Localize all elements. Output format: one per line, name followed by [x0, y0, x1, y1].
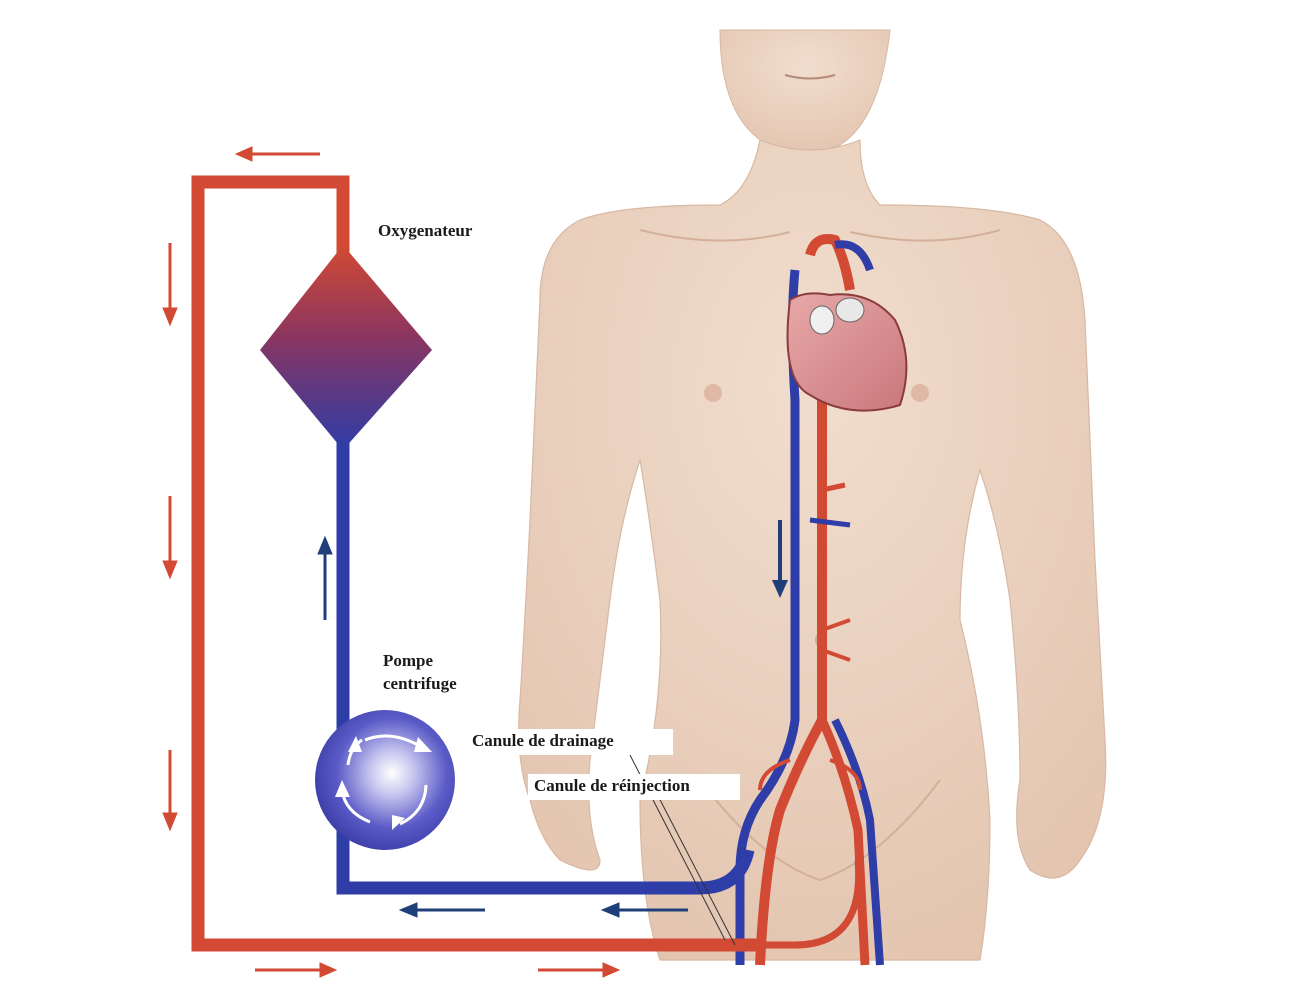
pump-sphere-icon — [315, 710, 455, 850]
drainage-cannula-label: Canule de drainage — [466, 729, 673, 755]
oxygenator-diamond-icon — [260, 245, 432, 450]
pump-label-line1: Pompe — [383, 649, 457, 672]
reinjection-cannula-label: Canule de réinjection — [528, 774, 740, 800]
body-silhouette — [519, 30, 1106, 960]
pump-label: Pompe centrifuge — [383, 649, 457, 695]
pump-label-line2: centrifuge — [383, 672, 457, 695]
oxygenator-label: Oxygenateur — [378, 219, 472, 242]
